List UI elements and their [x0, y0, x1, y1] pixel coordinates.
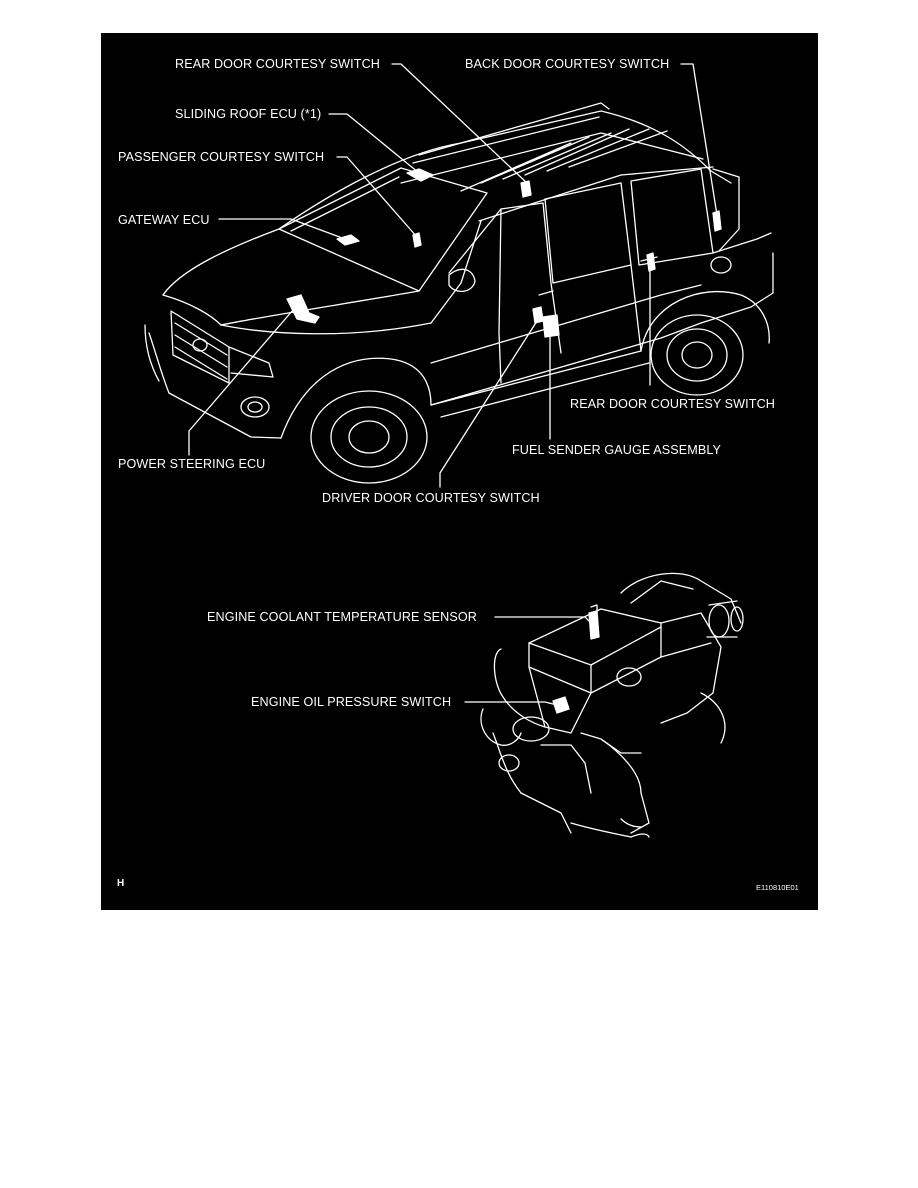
engine-leader-lines: [465, 617, 591, 705]
label-back-door-courtesy-switch: BACK DOOR COURTESY SWITCH: [465, 57, 670, 71]
label-engine-coolant-temperature-sensor: ENGINE COOLANT TEMPERATURE SENSOR: [207, 610, 477, 624]
label-engine-oil-pressure-switch: ENGINE OIL PRESSURE SWITCH: [251, 695, 452, 709]
leader-lines: [189, 64, 717, 487]
label-fuel-sender-gauge-assembly: FUEL SENDER GAUGE ASSEMBLY: [512, 443, 722, 457]
vehicle-body-outline: [145, 103, 773, 483]
label-rear-door-courtesy-switch-right: REAR DOOR COURTESY SWITCH: [570, 397, 775, 411]
label-driver-door-courtesy-switch: DRIVER DOOR COURTESY SWITCH: [322, 491, 540, 505]
vehicle-illustration: [101, 33, 818, 910]
figure-code: E110810E01: [756, 883, 799, 892]
label-power-steering-ecu: POWER STEERING ECU: [118, 457, 266, 471]
label-rear-door-courtesy-switch-top: REAR DOOR COURTESY SWITCH: [175, 57, 380, 71]
corner-mark: H: [117, 878, 125, 889]
label-sliding-roof-ecu: SLIDING ROOF ECU (*1): [175, 107, 322, 121]
diagram-panel: REAR DOOR COURTESY SWITCH BACK DOOR COUR…: [101, 33, 818, 910]
engine-illustration: [481, 573, 743, 837]
component-markers: [287, 169, 721, 337]
label-passenger-courtesy-switch: PASSENGER COURTESY SWITCH: [118, 150, 325, 164]
label-gateway-ecu: GATEWAY ECU: [118, 213, 210, 227]
